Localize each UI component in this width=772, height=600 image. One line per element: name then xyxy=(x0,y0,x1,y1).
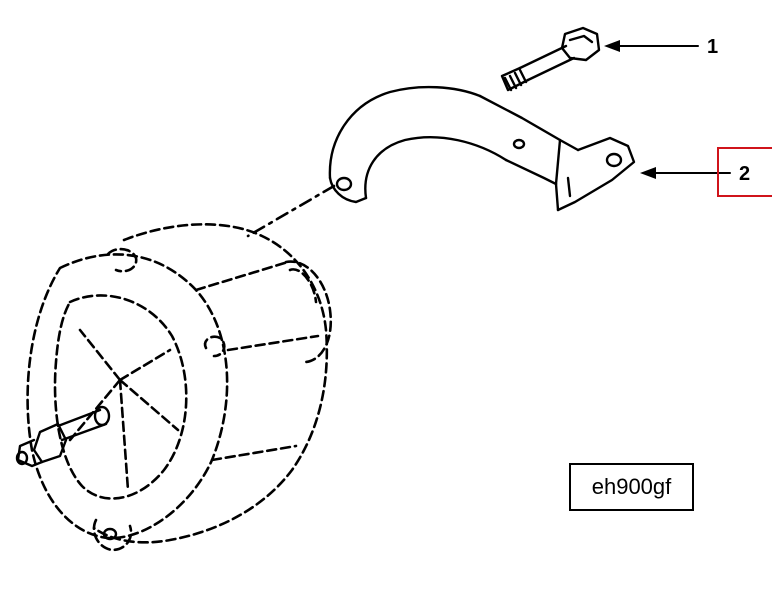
callout-2: 2 xyxy=(640,163,750,185)
arrowhead-icon xyxy=(604,40,620,52)
callout-1-number: 1 xyxy=(707,36,718,58)
arrowhead-icon xyxy=(640,167,656,179)
callout-2-highlight xyxy=(717,147,772,197)
callout-2-number: 2 xyxy=(739,163,750,185)
callout-1: 1 xyxy=(604,36,718,58)
alternator xyxy=(15,184,336,552)
alternator-bracket xyxy=(328,85,636,212)
bolt xyxy=(500,26,601,92)
figure-code-label: eh900gf xyxy=(569,463,694,511)
